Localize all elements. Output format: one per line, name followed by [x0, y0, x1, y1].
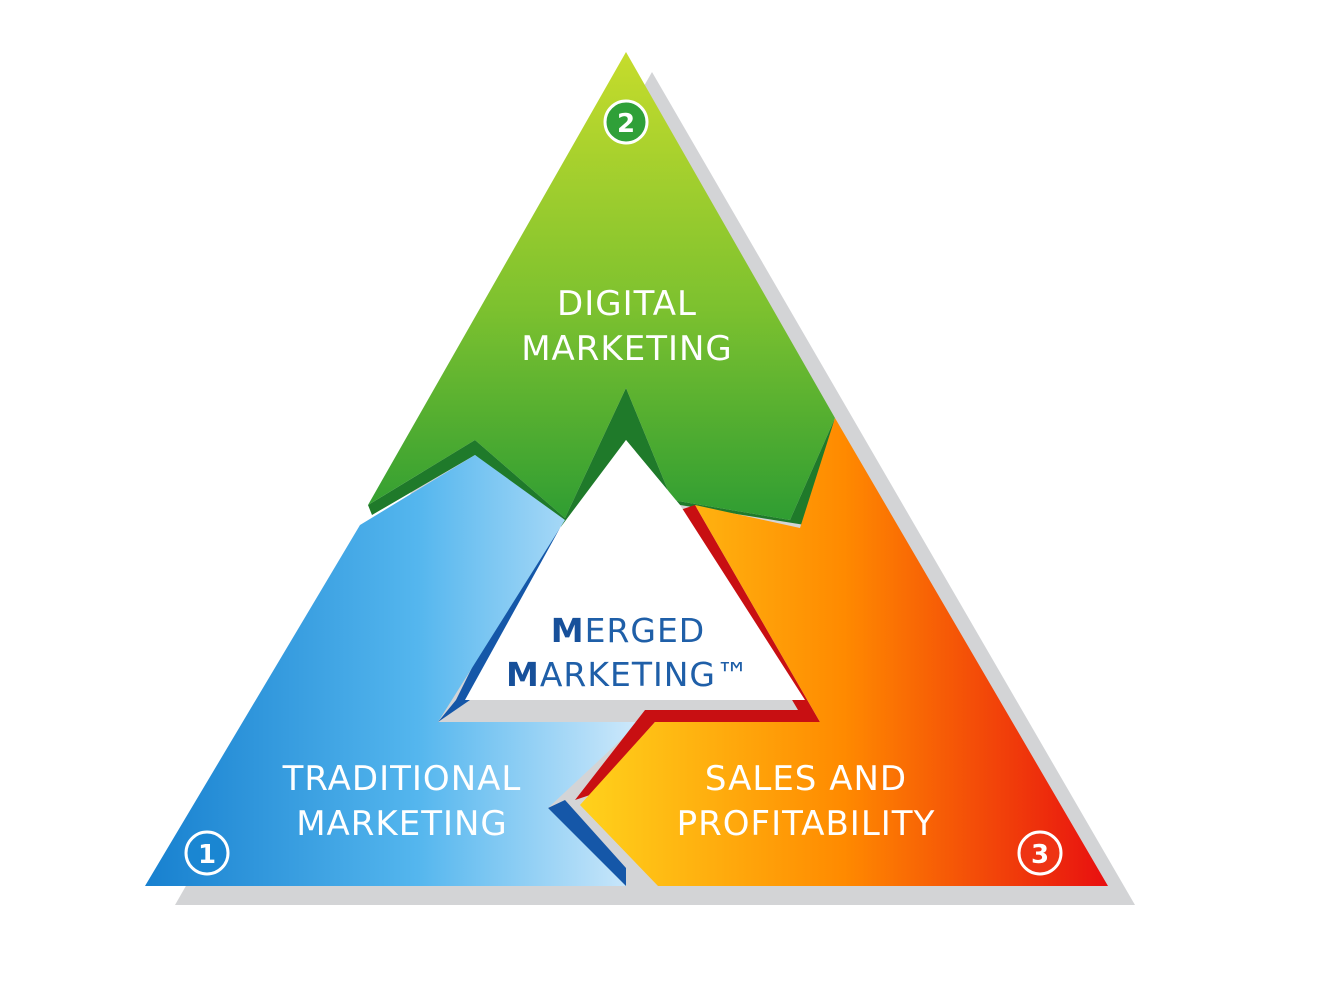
digital-label-line2: MARKETING — [521, 329, 733, 369]
center-triangle — [465, 440, 805, 700]
center-line1-rest: ERGED — [585, 611, 706, 650]
center-line2-initial: M — [506, 655, 540, 694]
sales-label-line1: SALES AND — [705, 759, 907, 799]
badge-1-number: 1 — [198, 840, 216, 870]
segment-traditional-edge-lower — [548, 800, 626, 886]
segment-sales-profitability — [575, 418, 1108, 886]
traditional-label-line2: MARKETING — [296, 804, 508, 844]
segment-sales-shape — [580, 418, 1108, 886]
segment-traditional-marketing — [145, 455, 640, 886]
badge-3: 3 — [1017, 830, 1063, 876]
digital-label-line1: DIGITAL — [557, 284, 697, 324]
center-label-line2: MARKETING™ — [506, 655, 750, 694]
traditional-label-line1: TRADITIONAL — [282, 759, 522, 799]
segment-digital-shape — [368, 52, 835, 520]
center-line2-rest: ARKETING™ — [540, 655, 750, 694]
badge-1: 1 — [184, 830, 230, 876]
segment-sales-edge — [575, 505, 820, 800]
center-label-line1: MERGED — [551, 611, 705, 650]
segment-traditional-shape — [145, 455, 640, 886]
segment-digital-marketing — [368, 52, 835, 530]
sales-label-line2: PROFITABILITY — [677, 804, 936, 844]
badge-2-number: 2 — [617, 109, 635, 139]
badge-2: 2 — [603, 99, 649, 145]
center-line1-initial: M — [551, 611, 585, 650]
segment-digital-edge — [368, 388, 835, 530]
badge-3-number: 3 — [1031, 840, 1049, 870]
